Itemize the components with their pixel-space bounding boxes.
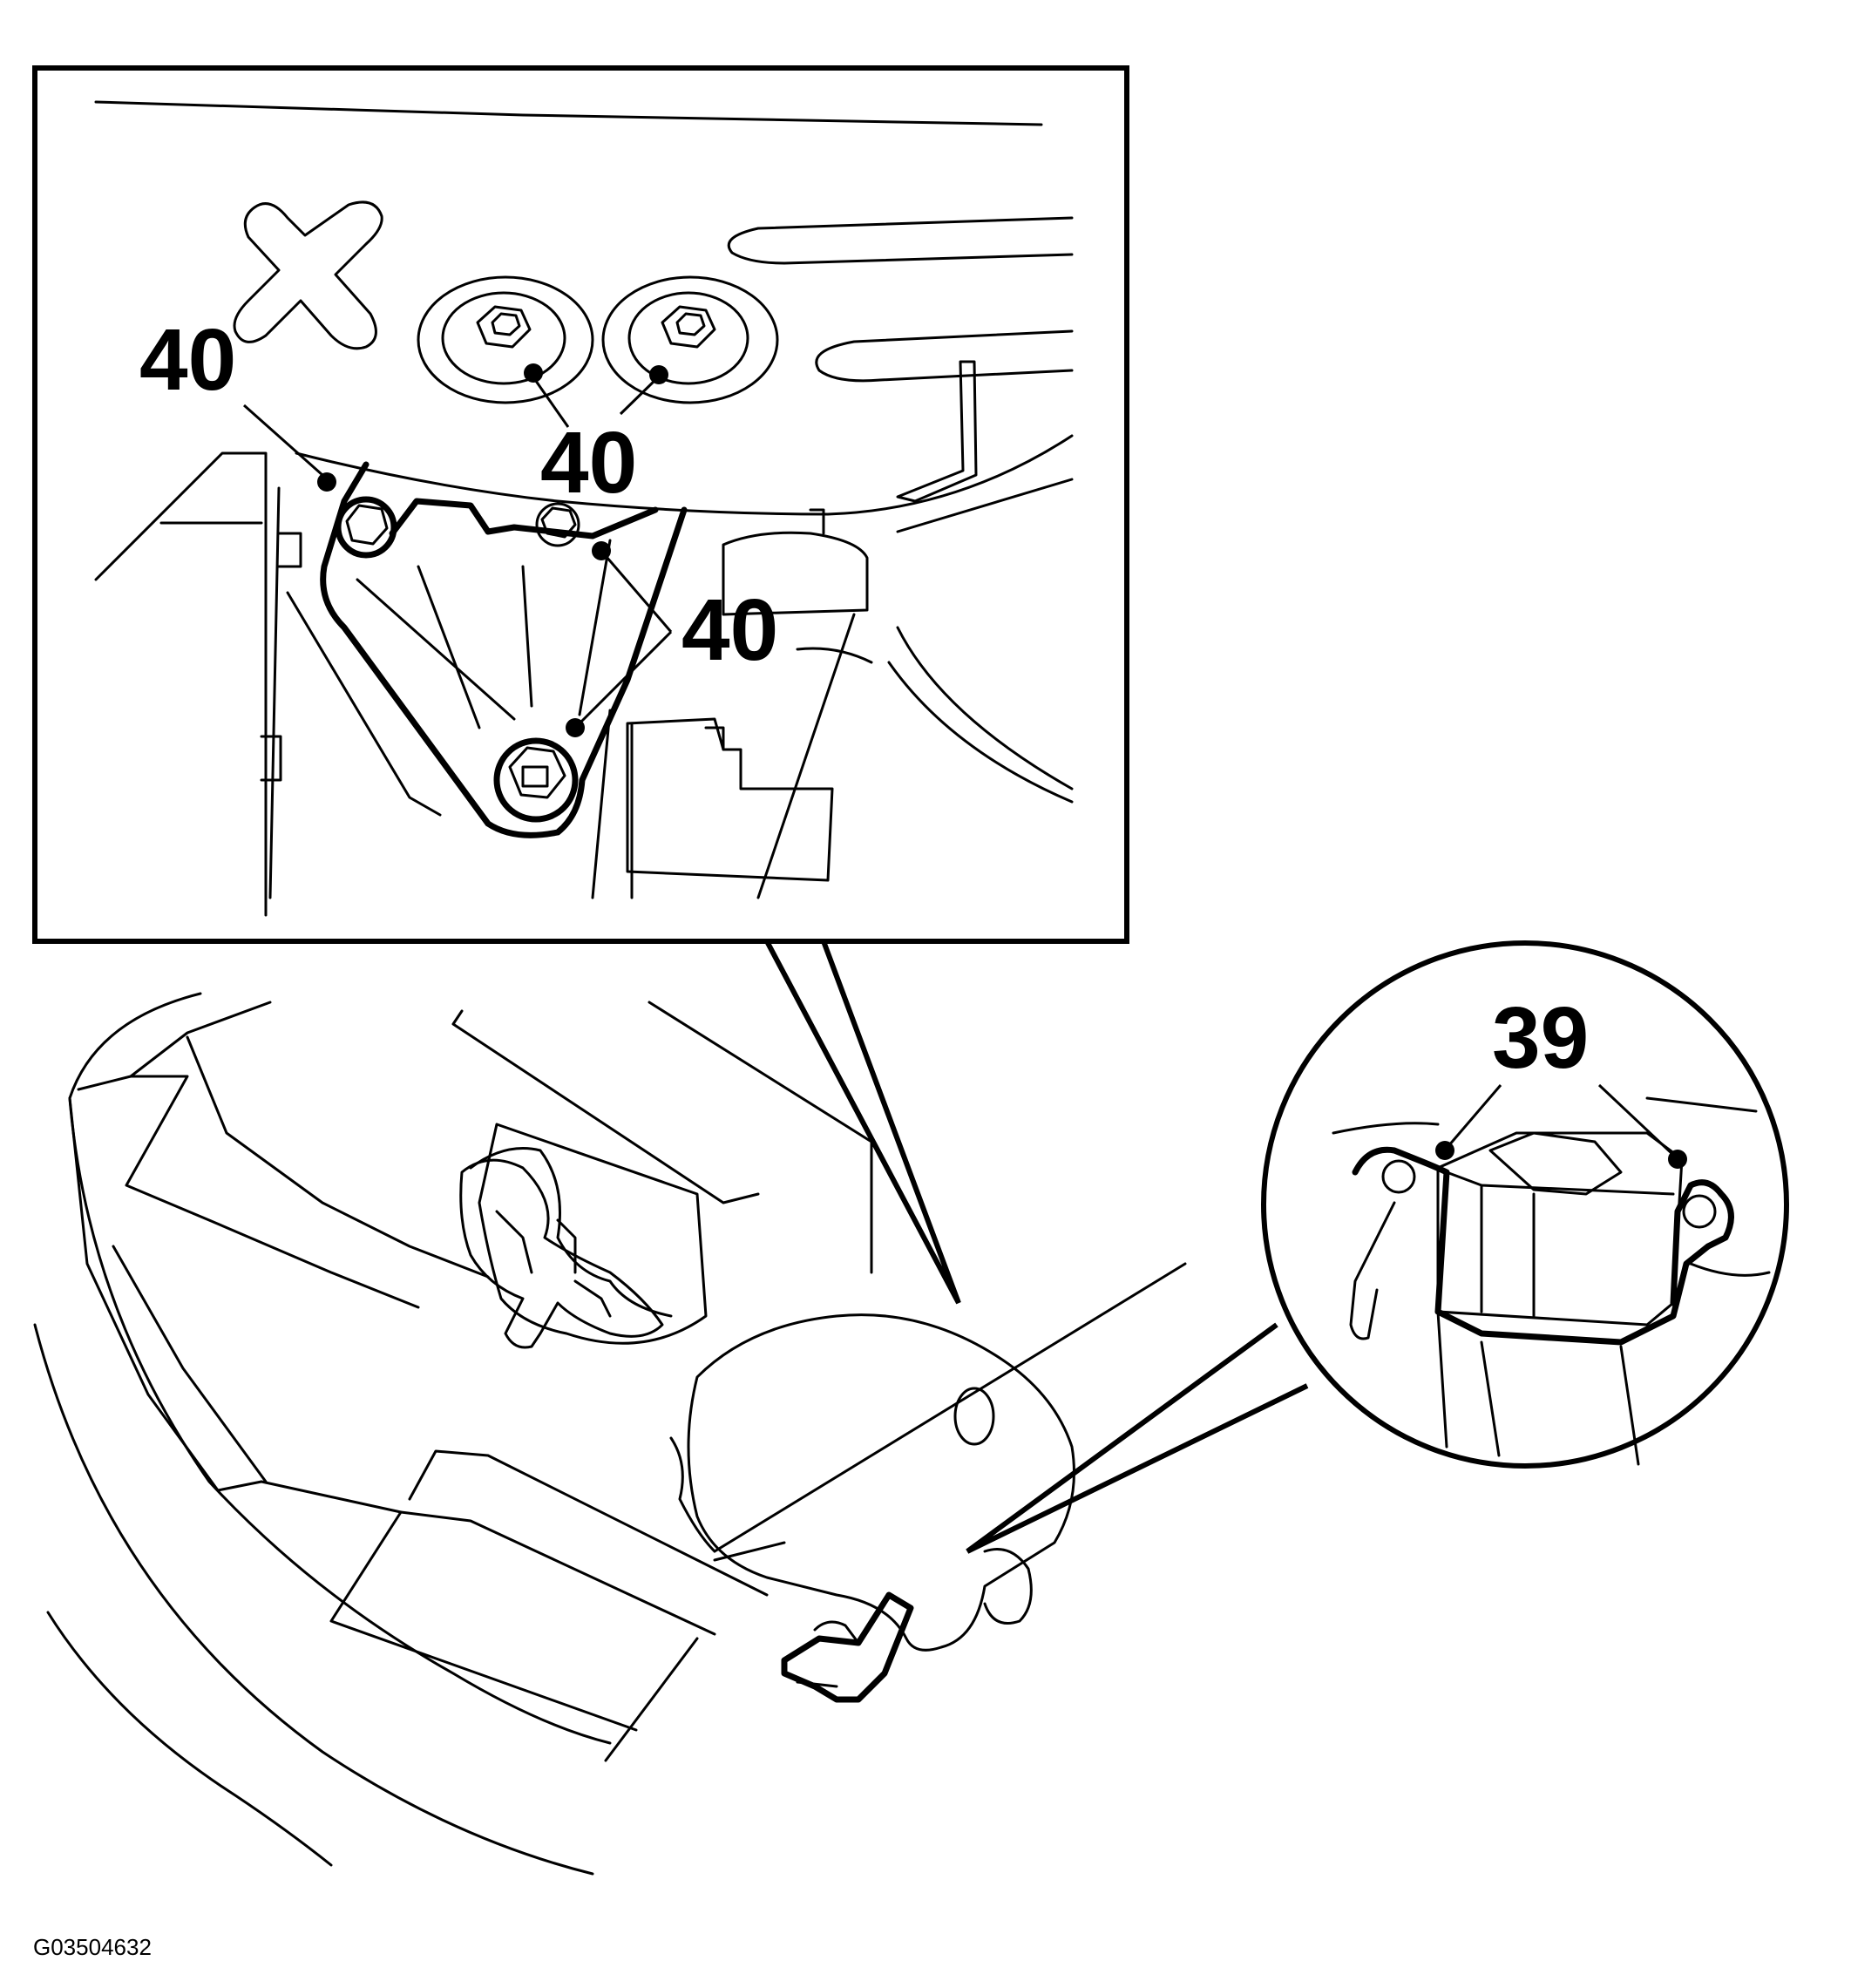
tank-curve-inner xyxy=(887,661,1074,804)
bracket-left-bolt xyxy=(335,496,397,559)
circle-upper-line xyxy=(1332,1122,1440,1135)
callout-39: 39 xyxy=(1492,989,1589,1087)
vehicle-main-view xyxy=(33,992,1187,1876)
bracket-center-bolt xyxy=(535,502,580,547)
bracket-web-left xyxy=(356,578,516,721)
circle-lower-strut-left xyxy=(1436,1310,1448,1449)
circle-mount-top-plate xyxy=(1488,1131,1623,1196)
cylinder-body-left xyxy=(756,613,856,899)
panel-line-mid xyxy=(648,1001,873,1143)
cylinder-top xyxy=(722,531,869,616)
upper-component-edge xyxy=(295,434,1074,516)
rect-inset-pointer xyxy=(764,940,961,1305)
circle-mount-outline xyxy=(1352,1146,1734,1346)
engine-right-bulge xyxy=(983,1548,1033,1625)
left-mount-nut xyxy=(417,275,594,404)
mid-right-panel-line xyxy=(815,329,1074,383)
engine-boss xyxy=(953,1387,995,1446)
engine-lower-line xyxy=(713,1541,786,1562)
mount-bracket-outline xyxy=(320,461,688,838)
engine-mount-detail xyxy=(781,1591,914,1703)
figure-id: G03504632 xyxy=(33,1934,152,1960)
leaders-right xyxy=(566,541,673,737)
x-mark-outline xyxy=(233,200,383,350)
front-bumper-arc xyxy=(68,992,612,1745)
circle-lower-strut-mid xyxy=(1480,1340,1501,1457)
left-connector-bottom xyxy=(260,735,282,782)
bumper-divider-5 xyxy=(112,1245,268,1483)
circle-inset-pointer xyxy=(966,1322,1309,1554)
hood-crease xyxy=(186,1035,490,1279)
hood-latch-assembly xyxy=(459,1158,664,1349)
circle-left-bolt xyxy=(1381,1159,1416,1194)
outer-body-arc xyxy=(33,1323,594,1876)
mount-bracket-inner-rib xyxy=(389,498,659,539)
hood-edge-top xyxy=(129,1001,272,1078)
bracket-web-right xyxy=(578,539,612,716)
rect-inset-detail: 40 40 40 xyxy=(32,65,1129,944)
circle-mount-body xyxy=(1436,1131,1684,1326)
left-frame-member xyxy=(94,451,268,917)
engine-block-outline xyxy=(687,1313,1075,1652)
engine-block-seam xyxy=(669,1436,716,1553)
bracket-flange-left xyxy=(286,591,442,817)
cylinder-stem xyxy=(809,508,825,535)
bumper-panel-upper xyxy=(408,1449,769,1597)
cylinder-cross-member xyxy=(896,478,1074,533)
bracket-lower-bolt xyxy=(493,737,579,823)
circle-right-bolt xyxy=(1682,1194,1717,1229)
radiator-outline xyxy=(478,1123,708,1345)
bracket-web-center xyxy=(521,565,533,708)
circle-right-line xyxy=(1645,1096,1758,1113)
right-strut xyxy=(796,647,873,664)
left-vertical-rod xyxy=(268,486,281,899)
bumper-divider-1 xyxy=(329,1510,638,1732)
tank-curve xyxy=(896,626,1074,790)
bumper-divider-3 xyxy=(260,1480,403,1514)
lower-connector-tab xyxy=(704,726,725,751)
upper-body-contour xyxy=(94,100,1043,126)
callout-40-top-left: 40 xyxy=(139,311,236,409)
circle-right-lower-line xyxy=(1689,1262,1771,1277)
bumper-divider-4 xyxy=(68,1096,263,1492)
leaders-top-center xyxy=(524,363,668,428)
rect-inset-frame xyxy=(32,65,1129,944)
bumper-divider-2 xyxy=(604,1637,699,1762)
circle-lower-strut-right xyxy=(1619,1345,1640,1466)
circle-hose xyxy=(1349,1201,1396,1340)
radiator-internal xyxy=(469,1147,673,1318)
lower-connector-housing xyxy=(626,717,834,882)
lower-shaft-left xyxy=(591,709,612,899)
bumper-panel-lower xyxy=(399,1510,716,1636)
callout-40-right: 40 xyxy=(681,581,778,679)
panel-line-upper xyxy=(451,1009,760,1204)
callout-40-top-center: 40 xyxy=(540,414,637,512)
leaders-circle xyxy=(1435,1083,1687,1169)
lower-bumper-arc xyxy=(46,1611,333,1867)
leader-top-left xyxy=(243,404,336,492)
upper-right-panel-line xyxy=(727,216,1074,265)
circle-inset-detail: 39 xyxy=(1261,940,1789,1469)
circle-inset-frame xyxy=(1261,940,1789,1469)
bracket-web-mid xyxy=(417,565,481,729)
left-connector-top xyxy=(277,532,302,568)
engine-side-line xyxy=(713,1262,1187,1553)
right-mount-nut xyxy=(601,275,779,404)
vertical-pipe xyxy=(896,360,978,503)
